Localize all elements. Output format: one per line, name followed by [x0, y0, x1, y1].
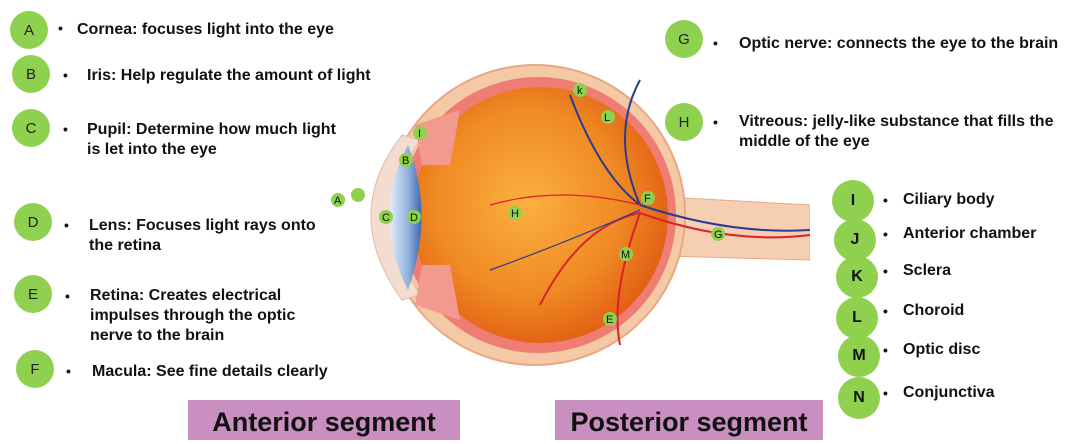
- bullet: •: [883, 342, 888, 358]
- marker-k: k: [577, 85, 583, 97]
- retina-line-3: nerve to the brain: [90, 326, 295, 346]
- marker-iris-dot: [351, 188, 365, 202]
- sclera-label: Sclera: [903, 261, 951, 281]
- badge-f: F: [16, 350, 54, 388]
- anterior-chamber-label: Anterior chamber: [903, 224, 1036, 244]
- lens-line-2: the retina: [89, 236, 316, 256]
- pupil-line-2: is let into the eye: [87, 140, 336, 160]
- macula-description: Macula: See fine details clearly: [92, 362, 328, 382]
- bullet: •: [63, 121, 68, 137]
- badge-d: D: [14, 203, 52, 241]
- bullet: •: [883, 385, 888, 401]
- optic-nerve-description: Optic nerve: connects the eye to the bra…: [739, 34, 1058, 54]
- pupil-description: Pupil: Determine how much light is let i…: [87, 120, 336, 160]
- retina-line-1: Retina: Creates electrical: [90, 286, 295, 306]
- badge-c: C: [12, 109, 50, 147]
- badge-l: L: [836, 297, 878, 339]
- bullet: •: [883, 192, 888, 208]
- badge-j: J: [834, 219, 876, 261]
- lens-line-1: Lens: Focuses light rays onto: [89, 216, 316, 236]
- bullet: •: [63, 67, 68, 83]
- lens-description: Lens: Focuses light rays onto the retina: [89, 216, 316, 256]
- bullet: •: [713, 35, 718, 51]
- bullet: •: [65, 288, 70, 304]
- marker-h: H: [511, 208, 519, 220]
- eye-cross-section-diagram: A B C D I H k L F M E G: [310, 55, 810, 385]
- marker-m: M: [621, 249, 630, 261]
- marker-e: E: [606, 314, 613, 326]
- marker-a: A: [334, 195, 342, 207]
- ciliary-body-label: Ciliary body: [903, 190, 995, 210]
- marker-g: G: [714, 229, 723, 241]
- retina-description: Retina: Creates electrical impulses thro…: [90, 286, 295, 346]
- badge-b: B: [12, 55, 50, 93]
- badge-g: G: [665, 20, 703, 58]
- marker-d: D: [410, 212, 418, 224]
- bullet: •: [64, 217, 69, 233]
- retina-line-2: impulses through the optic: [90, 306, 295, 326]
- badge-i: I: [832, 180, 874, 222]
- bullet: •: [883, 303, 888, 319]
- pupil-line-1: Pupil: Determine how much light: [87, 120, 336, 140]
- badge-k: K: [836, 256, 878, 298]
- anterior-segment-banner: Anterior segment: [188, 400, 460, 440]
- badge-n: N: [838, 377, 880, 419]
- bullet: •: [883, 263, 888, 279]
- badge-m: M: [838, 335, 880, 377]
- bullet: •: [883, 226, 888, 242]
- badge-a: A: [10, 11, 48, 49]
- choroid-label: Choroid: [903, 301, 964, 321]
- bullet: •: [58, 20, 63, 36]
- badge-e: E: [14, 275, 52, 313]
- marker-c: C: [382, 212, 390, 224]
- conjunctiva-label: Conjunctiva: [903, 383, 995, 403]
- marker-b: B: [402, 155, 409, 167]
- marker-f: F: [644, 193, 651, 205]
- optic-disc-label: Optic disc: [903, 340, 980, 360]
- posterior-segment-banner: Posterior segment: [555, 400, 823, 440]
- cornea-description: Cornea: focuses light into the eye: [77, 20, 334, 40]
- marker-l: L: [604, 112, 610, 124]
- bullet: •: [66, 363, 71, 379]
- marker-i: I: [418, 128, 421, 140]
